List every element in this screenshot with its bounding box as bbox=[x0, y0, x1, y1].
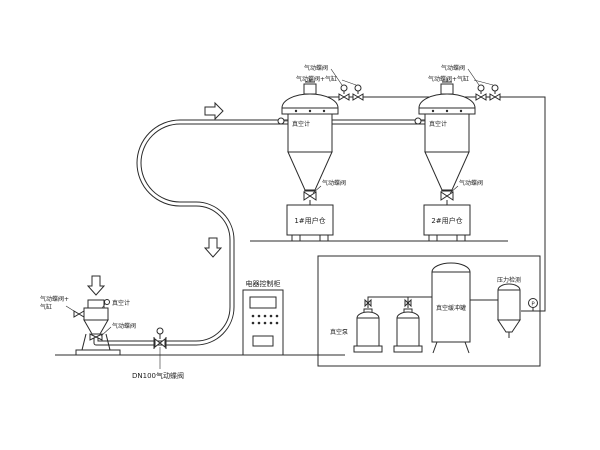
feeder-inlet bbox=[87, 299, 105, 309]
pump-room-outline bbox=[317, 255, 541, 367]
label-top-valve-cylinder: 气动蝶阀+气缸 bbox=[296, 75, 337, 83]
feeder-leg bbox=[105, 333, 111, 351]
butterfly-valve-icon bbox=[338, 84, 350, 101]
label-feeder-vacuum-gauge: 真空计 bbox=[112, 299, 130, 307]
label-discharge-valve: 气动蝶阀 bbox=[322, 179, 346, 187]
receiver-2: 气动蝶阀 气动蝶阀+气缸 真空计 气动蝶阀 2#用户仓 bbox=[414, 64, 501, 242]
label-bin: 2#用户仓 bbox=[431, 216, 462, 225]
butterfly-valve-icon bbox=[364, 298, 372, 308]
support-block bbox=[456, 234, 466, 242]
conveying-pipe bbox=[93, 119, 428, 346]
receiver-dome bbox=[418, 93, 476, 109]
label-pressure-gauge-letter: P bbox=[531, 302, 535, 308]
leader-line bbox=[65, 305, 75, 312]
receiver-vent bbox=[303, 83, 317, 95]
receiver-dome bbox=[281, 93, 339, 109]
vacuum-gauge-icon bbox=[277, 117, 288, 125]
butterfly-valve-icon bbox=[404, 298, 412, 308]
label-vacuum-gauge: 真空计 bbox=[292, 120, 310, 128]
label-buffer-tank: 真空缓冲罐 bbox=[436, 304, 466, 312]
leader-line bbox=[100, 326, 112, 337]
flow-arrow-down-mid-icon bbox=[203, 237, 223, 258]
receiver-cone bbox=[424, 151, 470, 191]
vacuum-pump-room: P 真空泵 真空缓冲罐 压力检测 bbox=[317, 255, 541, 367]
leader-line bbox=[449, 185, 459, 194]
support-block bbox=[319, 234, 329, 242]
leader-line bbox=[312, 185, 322, 194]
vacuum-pump-2 bbox=[393, 308, 423, 353]
vacuum-gauge-icon bbox=[101, 299, 110, 309]
receiver-body bbox=[287, 113, 333, 153]
feeder-hopper bbox=[83, 307, 109, 321]
label-top-valve: 气动蝶阀 bbox=[441, 64, 465, 72]
leader-line bbox=[473, 79, 494, 86]
flow-arrow-right-icon bbox=[204, 101, 224, 121]
vacuum-pump-1 bbox=[353, 308, 383, 353]
support-block bbox=[291, 234, 301, 242]
label-discharge-valve: 气动蝶阀 bbox=[459, 179, 483, 187]
receiver-vent bbox=[440, 83, 454, 95]
feeder-station: 真空计 气动蝶阀+ 气缸 气动蝶阀 bbox=[40, 295, 136, 356]
feeder-cone bbox=[83, 319, 109, 335]
receiver-1: 气动蝶阀 气动蝶阀+气缸 真空计 气动蝶阀 1#用户仓 bbox=[277, 64, 364, 242]
feeder-base bbox=[75, 349, 121, 356]
label-vacuum-pump: 真空泵 bbox=[330, 328, 348, 336]
butterfly-valve-cylinder-icon bbox=[352, 84, 364, 101]
pressure-filter bbox=[497, 283, 521, 338]
cabinet-display bbox=[249, 296, 277, 309]
label-control-cabinet: 电器控制柜 bbox=[246, 279, 281, 288]
pressure-gauge-icon: P bbox=[528, 298, 538, 311]
butterfly-valve-icon bbox=[303, 190, 317, 201]
leader-line bbox=[330, 68, 343, 86]
label-vacuum-gauge: 真空计 bbox=[429, 120, 447, 128]
butterfly-valve-cylinder-icon bbox=[489, 84, 501, 101]
support-block bbox=[428, 234, 438, 242]
cabinet-panel bbox=[252, 335, 274, 347]
butterfly-valve-icon bbox=[475, 84, 487, 101]
butterfly-valve-icon bbox=[89, 333, 103, 341]
leader-line bbox=[467, 68, 480, 86]
vacuum-gauge-icon bbox=[414, 117, 425, 125]
butterfly-valve-icon bbox=[440, 190, 454, 201]
leader-line bbox=[341, 79, 357, 86]
buffer-tank bbox=[431, 262, 471, 354]
flow-arrow-down-icon bbox=[86, 275, 106, 296]
receiver-cone bbox=[287, 151, 333, 191]
label-pressure-detect: 压力检测 bbox=[497, 276, 521, 284]
dn100-butterfly-valve-icon bbox=[153, 327, 167, 369]
pump-manifold-pipe bbox=[367, 296, 432, 308]
label-feeder-inlet-valve-1: 气动蝶阀+ bbox=[40, 295, 69, 303]
label-feeder-inlet-valve-2: 气缸 bbox=[40, 303, 52, 311]
control-cabinet: 电器控制柜 bbox=[242, 279, 284, 356]
label-top-valve: 气动蝶阀 bbox=[304, 64, 328, 72]
label-dn100-valve: DN100气动蝶阀 bbox=[132, 371, 184, 380]
label-bin: 1#用户仓 bbox=[294, 216, 325, 225]
feeder-leg bbox=[81, 333, 87, 351]
butterfly-valve-cylinder-icon bbox=[73, 310, 85, 318]
user-bin bbox=[423, 204, 471, 236]
label-top-valve-cylinder: 气动蝶阀+气缸 bbox=[428, 75, 469, 83]
label-feeder-discharge-valve: 气动蝶阀 bbox=[112, 322, 136, 330]
receiver-body bbox=[424, 113, 470, 153]
user-bin bbox=[286, 204, 334, 236]
